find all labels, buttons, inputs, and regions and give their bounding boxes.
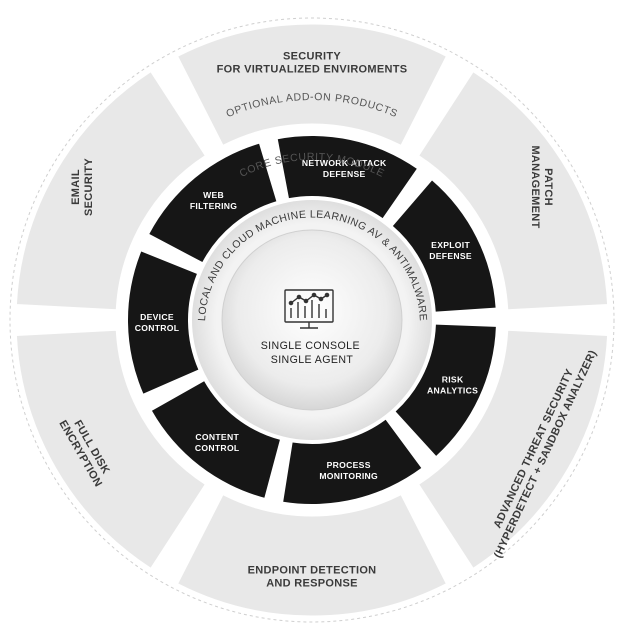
center-disc bbox=[221, 229, 403, 411]
outer-segment-advanced-threat-security-hyperdetect-sandbox-analyzer bbox=[418, 329, 609, 569]
core-segment-risk-analytics bbox=[395, 324, 496, 456]
core-label-line: CONTROL bbox=[135, 323, 180, 333]
core-segment-process-monitoring bbox=[283, 419, 422, 504]
core-segment-web-filtering bbox=[149, 143, 277, 263]
outer-segment-security-for-virtualized-enviroments bbox=[176, 23, 448, 147]
core-label-line: CONTENT bbox=[195, 432, 239, 442]
core-segment-device-control bbox=[127, 251, 199, 394]
core-segment-exploit-defense bbox=[392, 180, 496, 312]
outer-segment-endpoint-detection-and-response bbox=[176, 493, 448, 617]
outer-label-patch-management: PATCHMANAGEMENT bbox=[529, 145, 554, 228]
outer-label-line: AND RESPONSE bbox=[266, 578, 358, 590]
outer-label-line: PATCH bbox=[542, 168, 554, 206]
outer-label-line: EMAIL bbox=[70, 169, 82, 205]
monitor-chart-icon bbox=[284, 289, 334, 329]
outer-label-line: ENDPOINT DETECTION bbox=[248, 565, 377, 577]
core-segment-content-control bbox=[151, 381, 280, 498]
outer-label-line: FOR VIRTUALIZED ENVIROMENTS bbox=[217, 64, 408, 76]
outer-label-line: MANAGEMENT bbox=[529, 145, 541, 228]
outer-segment-full-disk-encryption bbox=[15, 329, 206, 569]
outer-label-line: SECURITY bbox=[83, 158, 95, 216]
core-label-line: WEB bbox=[203, 190, 224, 200]
core-label-line: DEFENSE bbox=[323, 169, 366, 179]
center-label-line-2: SINGLE AGENT bbox=[271, 354, 354, 366]
core-label-line: DEVICE bbox=[140, 312, 174, 322]
core-label-line: PROCESS bbox=[327, 460, 371, 470]
core-label-line: CONTROL bbox=[195, 443, 240, 453]
outer-segment-patch-management bbox=[418, 71, 609, 311]
core-label-line: MONITORING bbox=[319, 471, 378, 481]
outer-dashed-boundary bbox=[9, 17, 615, 623]
center-label: SINGLE CONSOLE SINGLE AGENT bbox=[261, 340, 364, 366]
core-label-line: EXPLOIT bbox=[431, 240, 470, 250]
center-label-line-1: SINGLE CONSOLE bbox=[261, 340, 360, 352]
core-label-line: FILTERING bbox=[190, 201, 237, 211]
core-label-line: NETWORK ATTACK bbox=[302, 158, 387, 168]
core-segment-network-attack-defense bbox=[277, 136, 417, 219]
outer-label-email-security: EMAILSECURITY bbox=[70, 158, 95, 216]
outer-segment-email-security bbox=[15, 71, 206, 311]
core-label-line: ANALYTICS bbox=[427, 386, 478, 396]
outer-label-line: SECURITY bbox=[283, 51, 341, 63]
core-label-line: DEFENSE bbox=[429, 251, 472, 261]
core-label-line: RISK bbox=[442, 375, 464, 385]
